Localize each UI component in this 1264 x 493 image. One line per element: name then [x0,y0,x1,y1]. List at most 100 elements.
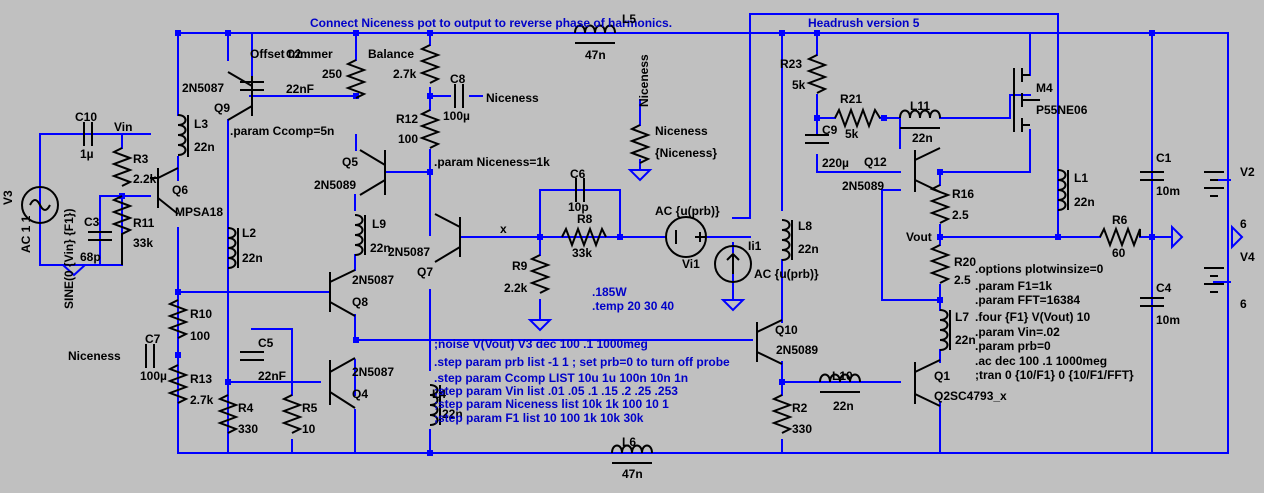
c6-name: C6 [570,167,586,181]
r2-symbol [771,394,793,434]
v4-symbol [1204,267,1224,293]
c3-symbol [88,231,112,241]
r23-name: R23 [780,57,802,71]
r8-value: 33k [572,246,592,260]
c7-symbol [145,344,155,368]
l3-name: L3 [194,117,208,131]
offset-trimmer-label: Offset trimmer [250,47,333,61]
vi1-symbol [665,216,707,258]
q6-model: MPSA18 [175,205,223,219]
c4-symbol [1140,297,1164,307]
l9-value: 22n [370,241,391,255]
power-note: .185W [592,285,627,299]
l10-value: 22n [833,399,854,413]
c2-name: C2 [286,47,302,61]
q5-name: Q5 [342,155,358,169]
directive-step-niceness: ;step param Niceness list 10k 1k 100 10 … [434,397,669,411]
r23-symbol [806,54,828,94]
trimmer-symbol [345,59,367,99]
l6-name: L6 [622,435,636,449]
q7-name: Q7 [417,265,433,279]
q9-symbol [227,71,253,121]
param-niceness: .param Niceness=1k [434,155,550,169]
l2-symbol [227,227,239,269]
ii1-name: Ii1 [748,239,762,253]
ground-v2v4 [1231,224,1244,250]
q6-symbol [150,167,179,215]
q5-model: 2N5089 [314,178,356,192]
balance-symbol [419,44,441,84]
r23-value: 5k [792,78,806,92]
l3-symbol [177,114,189,157]
l4-name: L4 [432,387,446,401]
r4-symbol [217,394,239,434]
r10-value: 100 [190,329,210,343]
vin-label: Vin [114,120,132,134]
c9-symbol [805,134,829,144]
v2-name: V2 [1240,165,1255,179]
q10-model: 2N5089 [776,343,818,357]
l5-value: 47n [585,48,606,62]
param-ccomp: .param Ccomp=5n [230,124,334,138]
l4-symbol [429,384,441,426]
c2-value: 22nF [286,82,314,96]
r21-value: 5k [845,127,859,141]
r13-name: R13 [190,372,212,386]
r11-value: 33k [133,236,153,250]
directive-noise: ;noise V(Vout) V3 dec 100 .1 1000meg [434,337,648,351]
transistors [150,68,1040,409]
r13-value: 2.7k [190,393,214,407]
q7-symbol [434,213,461,263]
directive-tran: ;tran 0 {10/F1} 0 {10/F1/FFT} [975,368,1134,382]
directive-step-ccomp: .step param Ccomp LIST 10u 1u 100n 10n 1… [434,371,688,385]
r16-symbol [929,184,951,224]
c8-symbol [454,84,464,108]
r9-value: 2.2k [504,281,528,295]
v2-symbol [1204,171,1224,197]
r4-name: R4 [238,401,254,415]
r11-symbol [111,195,133,265]
ii1-value: AC {u(prb)} [754,267,819,281]
x-net-label: x [500,222,507,236]
c7-name: C7 [145,332,161,346]
r12-value: 100 [398,132,418,146]
niceness-flag-label: Niceness [637,54,651,107]
r20-symbol [929,244,951,284]
ground-niceness [627,169,653,182]
r4-value: 330 [238,422,258,436]
directive-param-fft: .param FFT=16384 [975,293,1080,307]
q8-name: Q8 [352,295,368,309]
l5-name: L5 [622,12,636,26]
r8-symbol [561,226,607,248]
niceness-input-label: Niceness [68,349,121,363]
l11-value: 22n [912,131,933,145]
ii1-symbol [714,245,752,283]
r8-name: R8 [577,212,593,226]
temp-step: .temp 20 30 40 [592,299,674,313]
q1-symbol [914,359,941,407]
r6-symbol [1099,226,1141,248]
ground-symbols [60,169,1244,332]
trimmer-value: 250 [322,67,342,81]
q12-name: Q12 [864,155,887,169]
c4-name: C4 [1156,281,1172,295]
l2-value: 22n [242,251,263,265]
l7-value: 22n [955,333,976,347]
l2-name: L2 [242,226,256,240]
niceness-net-label: Niceness [486,91,539,105]
l8-value: 22n [798,242,819,256]
r21-symbol [834,107,881,129]
r12-symbol [419,109,441,149]
l5-symbol [574,24,616,44]
r5-symbol [281,394,303,434]
c10-name: C10 [75,110,97,124]
l8-name: L8 [798,219,812,233]
m4-model: P55NE06 [1036,103,1088,117]
q5-symbol [359,149,386,196]
inductors [177,24,1069,464]
l10-name: L10 [832,369,853,383]
r2-value: 330 [792,422,812,436]
niceness-pot-name: Niceness [655,124,708,138]
q1-name: Q1 [934,369,950,383]
r16-name: R16 [952,187,974,201]
